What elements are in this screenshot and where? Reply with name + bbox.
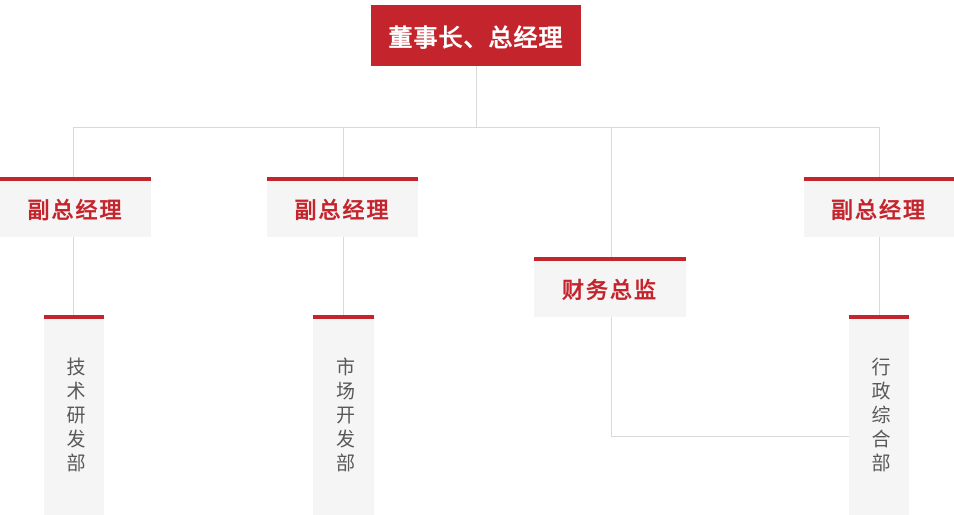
connector-cfo-elbow-horizontal <box>611 436 849 437</box>
node-market-dev-department-label: 市场开发部 <box>333 357 354 477</box>
node-finance-director: 财务总监 <box>534 257 686 317</box>
node-market-dev-department: 市场开发部 <box>313 315 374 515</box>
connector-stem-dept-tech <box>73 237 74 315</box>
connector-drop-vp-left <box>73 127 74 177</box>
connector-stem-dept-admin <box>879 237 880 315</box>
node-deputy-general-manager-right-label: 副总经理 <box>830 198 927 223</box>
node-tech-rd-department: 技术研发部 <box>44 315 104 515</box>
connector-drop-cfo <box>611 127 612 257</box>
node-finance-director-label: 财务总监 <box>561 278 658 303</box>
node-deputy-general-manager-right: 副总经理 <box>804 177 954 237</box>
connector-drop-vp-middle <box>343 127 344 177</box>
node-deputy-general-manager-middle-label: 副总经理 <box>294 198 391 223</box>
node-deputy-general-manager-left: 副总经理 <box>0 177 151 237</box>
node-admin-general-department: 行政综合部 <box>849 315 909 515</box>
connector-cfo-elbow-vertical <box>611 317 612 436</box>
node-chairman-general-manager: 董事长、总经理 <box>371 5 581 66</box>
node-tech-rd-department-label: 技术研发部 <box>63 357 85 477</box>
node-admin-general-department-label: 行政综合部 <box>868 357 890 477</box>
connector-stem-dept-market <box>343 237 344 315</box>
connector-drop-vp-right <box>879 127 880 177</box>
connector-horizontal-bus <box>73 127 880 128</box>
node-deputy-general-manager-left-label: 副总经理 <box>27 198 124 223</box>
node-chairman-general-manager-label: 董事长、总经理 <box>388 25 564 52</box>
node-deputy-general-manager-middle: 副总经理 <box>267 177 418 237</box>
connector-root-trunk <box>476 66 477 128</box>
